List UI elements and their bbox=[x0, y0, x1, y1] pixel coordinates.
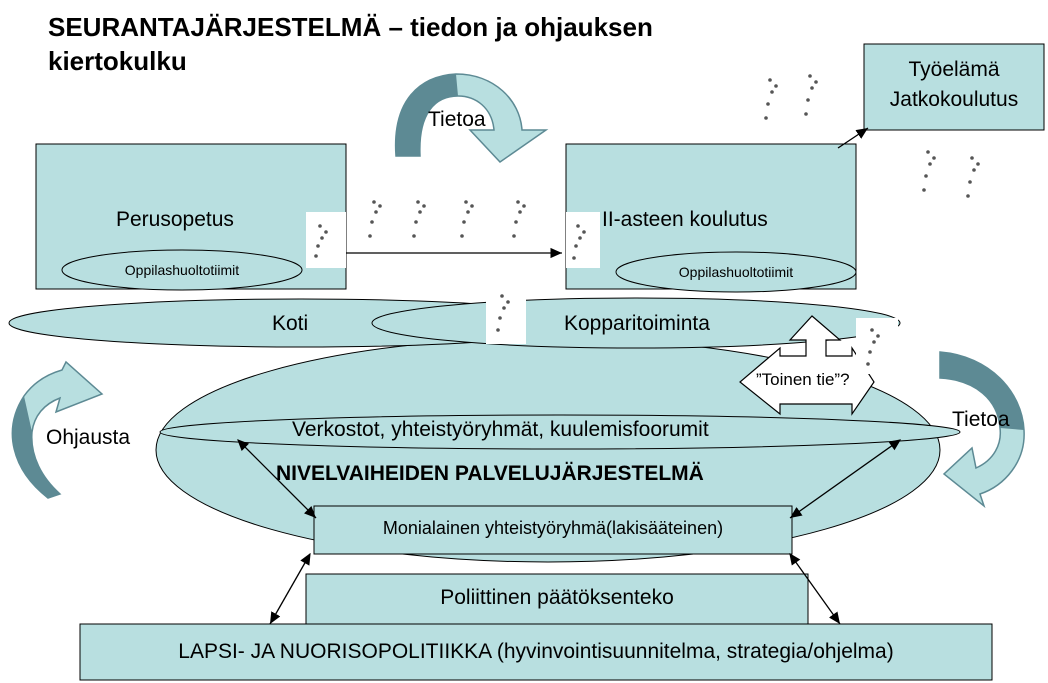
tyoelama-box bbox=[863, 43, 1045, 131]
tietoa-right-label: Tietoa bbox=[952, 408, 1010, 431]
tyoelama-label-1: Työelämä bbox=[908, 58, 1000, 81]
toinen-tie-arrow bbox=[739, 315, 875, 416]
kopparitoiminta-label: Kopparitoiminta bbox=[564, 312, 710, 335]
page-title: SEURANTAJÄRJESTELMÄ – tiedon ja ohjaukse… bbox=[48, 10, 653, 78]
koti-label: Koti bbox=[272, 312, 309, 335]
toinen-tie-label: ”Toinen tie”? bbox=[756, 370, 850, 389]
verkostot-label: Verkostot, yhteistyöryhmät, kuulemisfoor… bbox=[292, 418, 709, 441]
toinen-to-tyoelama-arrow bbox=[837, 127, 869, 149]
student-figures bbox=[306, 74, 980, 374]
lapsi-box bbox=[79, 623, 993, 681]
monialainen-label: Monialainen yhteistyöryhmä(lakisääteinen… bbox=[382, 518, 724, 538]
tyoelama-label-2: Jatkokoulutus bbox=[889, 88, 1019, 111]
nivelvaihe-label: NIVELVAIHEIDEN PALVELUJÄRJESTELMÄ bbox=[276, 462, 704, 485]
tietoa-top-label: Tietoa bbox=[428, 108, 486, 131]
ohjausta-label: Ohjausta bbox=[46, 426, 131, 449]
lapsi-label: LAPSI- JA NUORISOPOLITIIKKA (hyvinvointi… bbox=[178, 640, 894, 663]
poliittinen-label: Poliittinen päätöksenteko bbox=[440, 586, 674, 609]
monialainen-lapsi-right-arrow bbox=[789, 552, 841, 625]
oppilashuolto-left-label: Oppilashuoltotiimit bbox=[124, 262, 240, 278]
title-line-1: SEURANTAJÄRJESTELMÄ – tiedon ja ohjaukse… bbox=[48, 12, 653, 42]
monialainen-box bbox=[313, 505, 793, 555]
monialainen-lapsi-left-arrow bbox=[269, 552, 311, 625]
title-line-2: kiertokulku bbox=[48, 46, 187, 76]
toinen-aste-label: II-asteen koulutus bbox=[602, 208, 768, 231]
verkostot-monialainen-left-arrow bbox=[237, 439, 317, 519]
oppilashuolto-right-label: Oppilashuoltotiimit bbox=[678, 264, 794, 280]
perusopetus-label: Perusopetus bbox=[116, 208, 234, 231]
verkostot-monialainen-right-arrow bbox=[789, 439, 902, 519]
oppilashuolto-left-ellipse bbox=[61, 249, 303, 291]
verkostot-ellipse bbox=[159, 414, 961, 450]
oppilashuolto-right-ellipse bbox=[615, 251, 857, 293]
